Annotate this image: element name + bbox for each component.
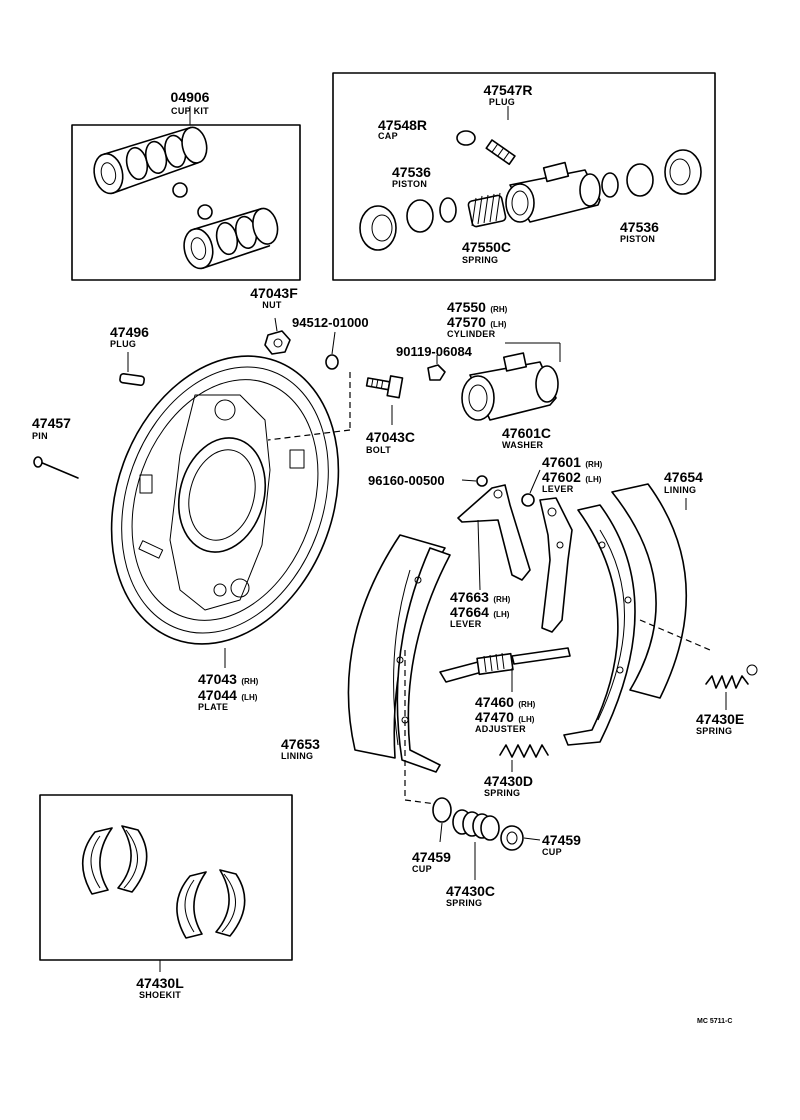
label-plug-top-number: 47547R <box>483 82 533 98</box>
label-washer-number: 47601C <box>502 425 552 441</box>
label-plate-name: PLATE <box>198 702 229 712</box>
label-plate-lh-suffix: (LH) <box>241 693 258 702</box>
label-spring-c-number: 47430C <box>446 883 496 899</box>
label-shoe-kit-number: 47430L <box>136 975 184 991</box>
label-pin-name: PIN <box>32 431 48 441</box>
label-part-90119: 90119-06084 <box>396 344 472 359</box>
label-cup-right-number: 47459 <box>542 832 581 848</box>
label-shoe-kit-name: SHOEKIT <box>138 990 182 1000</box>
label-spring-e-name: SPRING <box>696 726 733 736</box>
label-adjuster-lh-suffix: (LH) <box>518 715 535 724</box>
adjuster-assembly <box>439 647 571 692</box>
label-plug-top-name: PLUG <box>488 97 516 107</box>
label-spring-wheel-name: SPRING <box>462 255 499 265</box>
label-lever-upper-name: LEVER <box>542 484 574 494</box>
cup-kit-box <box>71 106 301 281</box>
label-adjuster-lh-number: 47470 <box>475 709 514 725</box>
label-cylinder-rh-number: 47550 <box>447 299 486 315</box>
label-part-96160: 96160-00500 <box>368 473 445 488</box>
label-piston-left-name: PISTON <box>392 179 428 189</box>
label-lever-lower-name: LEVER <box>450 619 482 629</box>
label-adjuster-rh-suffix: (RH) <box>518 700 536 709</box>
label-bolt-name: BOLT <box>366 445 392 455</box>
label-adjuster-rh: 47460 (RH) <box>475 695 535 711</box>
label-nut-name: NUT <box>262 300 282 310</box>
label-spring-e-number: 47430E <box>696 711 745 727</box>
label-pin-number: 47457 <box>32 415 71 431</box>
label-lever-lower-rh: 47663 (RH) <box>450 590 510 606</box>
label-lever-upper-lh-suffix: (LH) <box>585 475 602 484</box>
label-spring-d-name: SPRING <box>484 788 521 798</box>
right-shoe <box>563 504 711 746</box>
label-plug-left-number: 47496 <box>110 324 149 340</box>
label-lining-left-name: LINING <box>281 751 314 761</box>
label-lever-upper-rh-suffix: (RH) <box>585 460 603 469</box>
label-spring-d-number: 47430D <box>484 773 534 789</box>
label-adjuster-name: ADJUSTER <box>475 724 526 734</box>
left-shoe <box>393 547 451 805</box>
label-piston-right-name: PISTON <box>620 234 656 244</box>
label-cup-left-name: CUP <box>412 864 432 874</box>
label-lining-left-number: 47653 <box>281 736 320 752</box>
label-lever-lower-lh-suffix: (LH) <box>493 610 510 619</box>
label-plate-lh: 47044 (LH) <box>198 688 257 704</box>
plate-hardware <box>33 317 404 479</box>
springs <box>499 664 758 772</box>
label-lever-upper-rh-number: 47601 <box>542 454 581 470</box>
label-lever-upper-rh: 47601 (RH) <box>542 455 602 471</box>
label-lever-upper-lh-number: 47602 <box>542 469 581 485</box>
backing-plate <box>110 355 340 668</box>
label-cylinder-name: CYLINDER <box>447 329 496 339</box>
label-piston-right-number: 47536 <box>620 219 659 235</box>
label-plate-rh-suffix: (RH) <box>241 677 259 686</box>
label-cup-right-name: CUP <box>542 847 562 857</box>
label-plate-lh-number: 47044 <box>198 687 237 703</box>
label-piston-left-number: 47536 <box>392 164 431 180</box>
label-nut-number: 47043F <box>250 285 298 301</box>
label-lever-lower-rh-suffix: (RH) <box>493 595 511 604</box>
label-plug-left-name: PLUG <box>110 339 137 349</box>
label-plate-rh: 47043 (RH) <box>198 672 258 688</box>
label-bolt-number: 47043C <box>366 429 416 445</box>
label-lever-lower-rh-number: 47663 <box>450 589 489 605</box>
label-lining-right-number: 47654 <box>664 469 703 485</box>
wheel-cylinder-box <box>332 72 716 281</box>
label-cup-left-number: 47459 <box>412 849 451 865</box>
label-cylinder-rh: 47550 (RH) <box>447 300 507 316</box>
label-lever-lower-lh: 47664 (LH) <box>450 605 509 621</box>
label-spring-wheel-number: 47550C <box>462 239 512 255</box>
hold-down-parts <box>432 797 541 880</box>
label-cylinder-lh-suffix: (LH) <box>490 320 507 329</box>
label-adjuster-lh: 47470 (LH) <box>475 710 534 726</box>
label-cup-kit-name: CUP KIT <box>171 106 209 116</box>
right-lining <box>611 483 688 699</box>
label-lever-lower-lh-number: 47664 <box>450 604 489 620</box>
label-spring-c-name: SPRING <box>446 898 483 908</box>
sheet-code: MC 5711-C <box>697 1018 733 1025</box>
label-cylinder-lh: 47570 (LH) <box>447 315 506 331</box>
label-washer-name: WASHER <box>502 440 544 450</box>
label-lever-upper-lh: 47602 (LH) <box>542 470 601 486</box>
levers <box>457 469 573 633</box>
label-cap-number: 47548R <box>378 117 428 133</box>
label-part-94512: 94512-01000 <box>292 315 369 330</box>
label-cap-name: CAP <box>378 131 398 141</box>
label-cylinder-lh-number: 47570 <box>447 314 486 330</box>
label-adjuster-rh-number: 47460 <box>475 694 514 710</box>
wheel-cylinder-assembly <box>427 342 561 421</box>
label-lining-right-name: LINING <box>664 485 697 495</box>
shoe-kit-box <box>39 794 293 972</box>
label-cylinder-rh-suffix: (RH) <box>490 305 508 314</box>
label-plate-rh-number: 47043 <box>198 671 237 687</box>
label-cup-kit-number: 04906 <box>170 89 210 105</box>
